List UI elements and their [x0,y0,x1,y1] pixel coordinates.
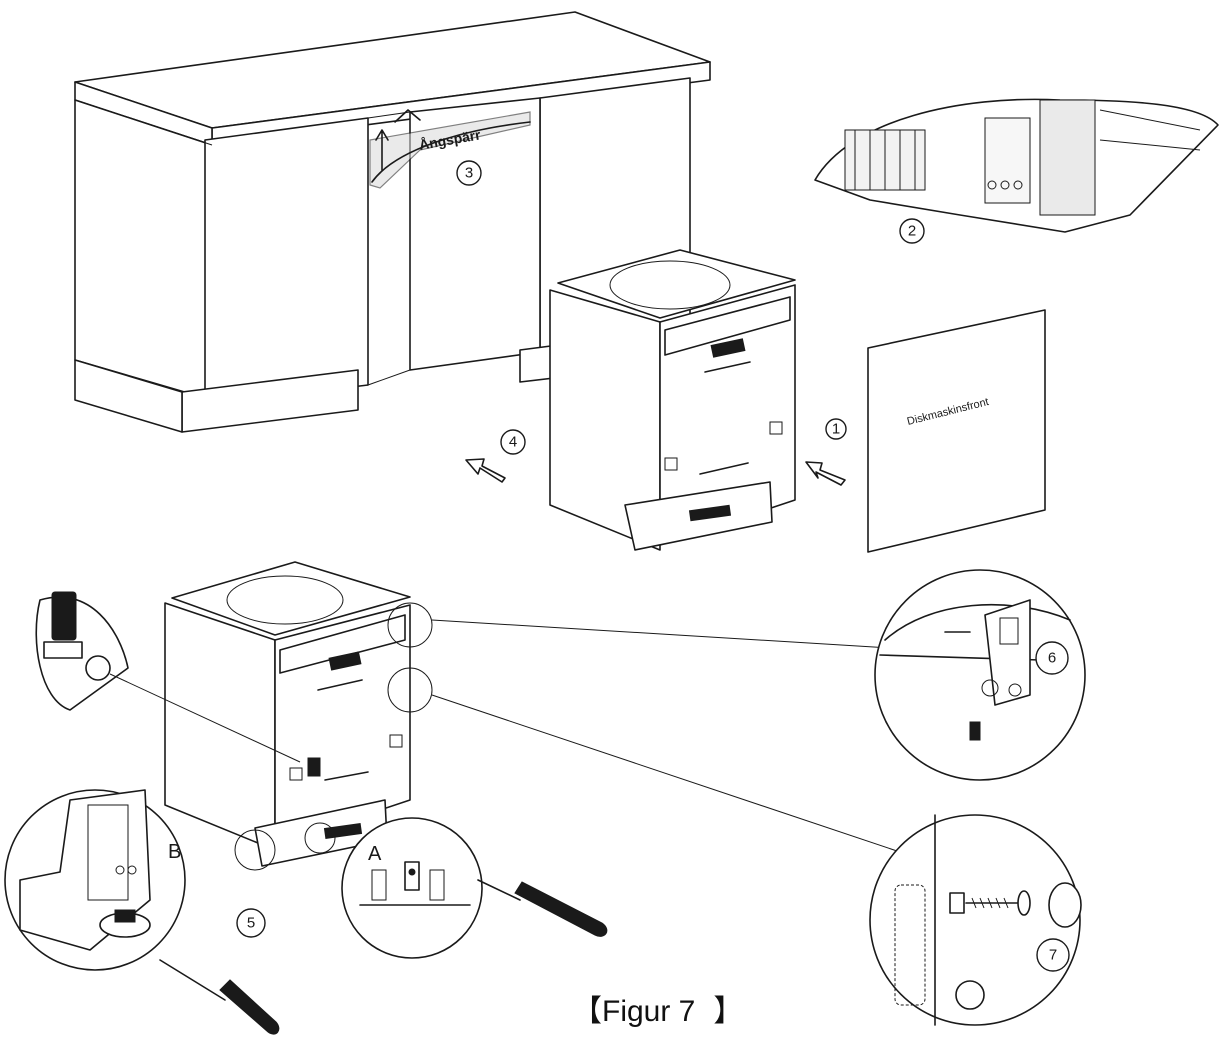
detail-7-circle [869,814,1082,1026]
dishwasher-upper [549,249,796,551]
step-6-marker: 6 [1035,641,1069,675]
step-7-marker: 7 [1036,938,1070,972]
figure-caption: 【Figur 7 】 [572,986,743,1030]
step-7-number: 7 [1049,947,1057,964]
caption-text: Figur 7 [602,995,696,1028]
callout-lines [234,602,901,871]
step-5-number: 5 [247,915,255,932]
step-3-number: 3 [465,165,473,182]
step-2-number: 2 [908,223,916,240]
foot-detail-callout [35,591,301,763]
caption-open-bracket: 【 [572,995,602,1028]
detail-a-circle: A [341,817,608,959]
step-5-marker: 5 [236,908,266,938]
step-6-number: 6 [1048,650,1056,667]
arrow-step-4-icon [465,458,506,483]
caption-close-bracket: 】 [713,995,744,1028]
detail-a-label: A [368,843,382,865]
step-1-marker: 1 [825,418,847,440]
step-4-number: 4 [509,434,517,451]
detail-b-label: B [168,841,181,863]
arrow-step-1-icon [805,461,846,486]
step-4-marker: 4 [500,429,526,455]
detail-b-circle: B [4,789,280,1035]
detail-6-circle [874,569,1086,781]
detail-2-panel [814,98,1219,233]
step-1-number: 1 [832,421,840,438]
step-2-marker: 2 [899,218,925,244]
step-3-marker: 3 [456,160,482,186]
dishwasher-front-panel: Diskmaskinsfront [867,309,1046,553]
dishwasher-lower [164,561,411,867]
